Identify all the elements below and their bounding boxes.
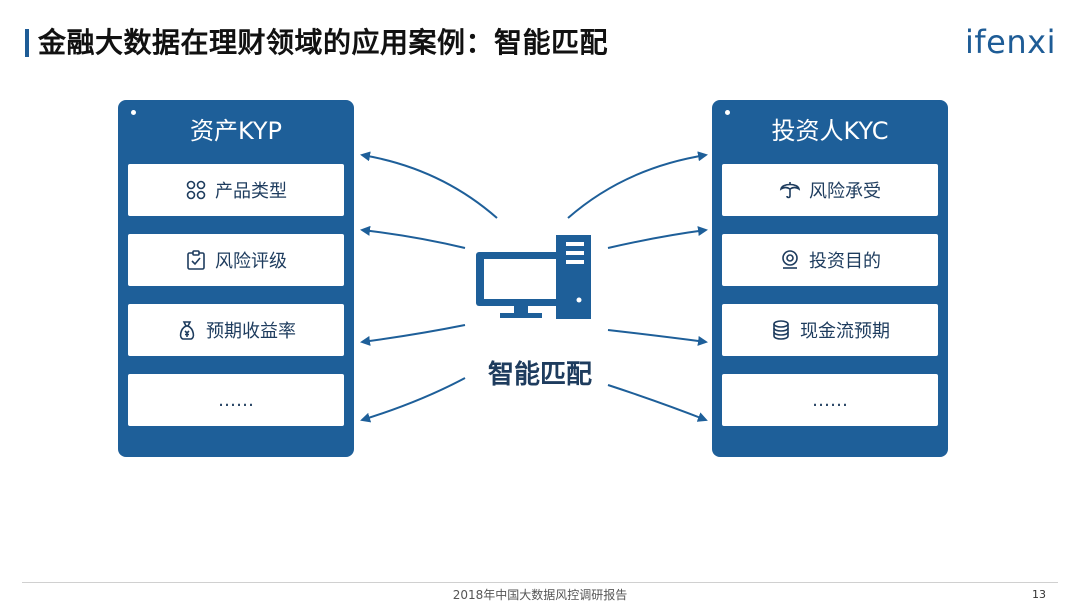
arrow-to-investment-goal: [607, 226, 708, 249]
kyp-item-expected-return: 预期收益率: [128, 304, 344, 356]
footer-report-title: 2018年中国大数据风控调研报告: [452, 588, 628, 602]
kyc-item-cashflow-expectation: 现金流预期: [722, 304, 938, 356]
kyp-item-more: ……: [128, 374, 344, 426]
umbrella-icon: [779, 179, 801, 201]
arrow-to-more-left: [360, 377, 466, 423]
arrow-to-expected-return: [360, 324, 466, 346]
kyp-item-product-type: 产品类型: [128, 164, 344, 216]
kyc-item-investment-goal: 投资目的: [722, 234, 938, 286]
kyp-item-label: ……: [218, 389, 254, 411]
kyc-item-label: 风险承受: [809, 181, 881, 202]
kyc-item-label: ……: [812, 389, 848, 411]
panel-dot: [725, 110, 730, 115]
panel-title-kyc: 投资人KYC: [771, 117, 889, 145]
panel-dot: [131, 110, 136, 115]
page-title: 金融大数据在理财领域的应用案例：智能匹配: [38, 26, 609, 59]
kyp-item-label: 产品类型: [215, 181, 287, 202]
brand-logo: ifenxi: [965, 23, 1056, 61]
clipboard-check-icon: [185, 249, 207, 271]
computer-icon: [476, 235, 591, 319]
investor-kyc-panel: 投资人KYC 风险承受 投资目的 现金流预期: [712, 100, 948, 457]
kyc-item-risk-tolerance: 风险承受: [722, 164, 938, 216]
money-bag-icon: [176, 319, 198, 341]
arrow-to-product-type: [360, 151, 498, 219]
arrow-to-more-right: [607, 384, 708, 422]
footer-divider: [22, 582, 1058, 583]
asset-kyp-panel: 资产KYP 产品类型 风险评级 预期收益率: [118, 100, 354, 457]
panel-title-kyp: 资产KYP: [189, 117, 282, 145]
kyp-item-label: 风险评级: [215, 251, 287, 272]
coin-stack-icon: [770, 319, 792, 341]
smart-matching-label: 智能匹配: [487, 360, 592, 390]
title-accent-bar: [25, 29, 29, 57]
kyc-item-label: 投资目的: [809, 251, 881, 272]
kyc-item-label: 现金流预期: [800, 321, 890, 342]
arrow-to-cashflow: [607, 329, 708, 346]
grid-icon: [185, 179, 207, 201]
kyp-item-label: 预期收益率: [206, 321, 296, 342]
kyp-item-risk-rating: 风险评级: [128, 234, 344, 286]
page-number: 13: [1032, 588, 1046, 601]
kyc-item-more: ……: [722, 374, 938, 426]
arrow-to-risk-tolerance: [567, 151, 708, 219]
target-pin-icon: [779, 249, 801, 271]
arrow-to-risk-rating: [360, 225, 466, 249]
